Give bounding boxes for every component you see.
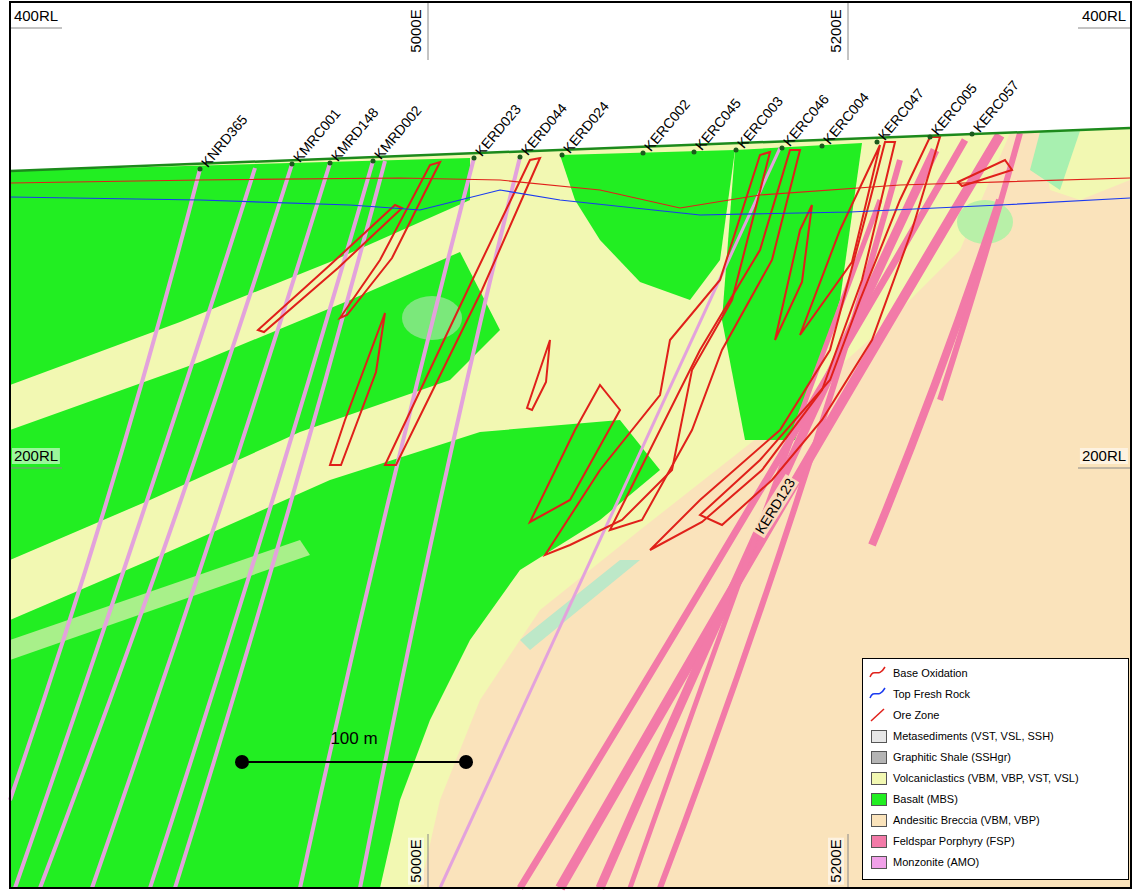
legend-row: Top Fresh Rock [863,686,1128,704]
scale-bar [235,755,473,769]
top-fresh-rock [10,190,1130,215]
legend-row: Base Oxidation [863,665,1128,683]
grid-label: 400RL [1082,8,1126,24]
volcaniclastics [10,133,1010,888]
legend-text: Metasediments (VST, VSL, SSH) [893,729,1054,743]
frame [10,2,1131,888]
legend-row: Monzonite (AMO) [863,854,1128,872]
legend-box: Base OxidationTop Fresh RockOre ZoneMeta… [862,658,1129,880]
legend-line-sample [869,686,887,702]
grid-label: 200RL [1080,448,1128,464]
legend-row: Volcaniclastics (VBM, VBP, VST, VSL) [863,770,1128,788]
ore-zones [258,137,1012,555]
legend-row: Metasediments (VST, VSL, SSH) [863,728,1128,746]
legend-swatch [871,835,887,848]
grid-label: 5000E [408,837,424,884]
legend-text: Basalt (MBS) [893,792,958,806]
legend-row: Basalt (MBS) [863,791,1128,809]
grid-label: 5200E [828,837,844,884]
andesitic-breccia [10,128,1130,888]
grid-label: 5000E [408,9,424,52]
grid-ticks [10,2,1130,888]
legend-swatch [871,772,887,785]
legend-swatch [871,814,887,827]
legend-row: Ore Zone [863,707,1128,725]
legend-swatch [871,730,887,743]
legend-swatch [871,856,887,869]
legend-text: Base Oxidation [893,666,968,680]
legend-text: Top Fresh Rock [893,687,970,701]
scale-label: 100 m [330,731,377,747]
basalt [560,150,735,300]
legend-text: Ore Zone [893,708,939,722]
legend-line-sample [869,707,887,723]
legend-text: Monzonite (AMO) [893,855,979,869]
legend-text: Feldspar Porphyry (FSP) [893,834,1015,848]
grid-label: 200RL [12,448,60,464]
legend-swatch [871,751,887,764]
grid-label: 400RL [14,8,58,24]
legend-swatch [871,793,887,806]
legend-text: Volcaniclastics (VBM, VBP, VST, VSL) [893,771,1079,785]
grid-label: 5200E [828,9,844,52]
volcaniclastic-strip [520,560,640,650]
legend-text: Graphitic Shale (SSHgr) [893,750,1011,764]
legend-row: Graphitic Shale (SSHgr) [863,749,1128,767]
base-oxidation [10,178,1130,208]
legend-row: Andesitic Breccia (VBM, VBP) [863,812,1128,830]
legend-line-sample [869,665,887,681]
drill-holes [10,148,780,888]
legend-text: Andesitic Breccia (VBM, VBP) [893,813,1040,827]
legend-row: Feldspar Porphyry (FSP) [863,833,1128,851]
